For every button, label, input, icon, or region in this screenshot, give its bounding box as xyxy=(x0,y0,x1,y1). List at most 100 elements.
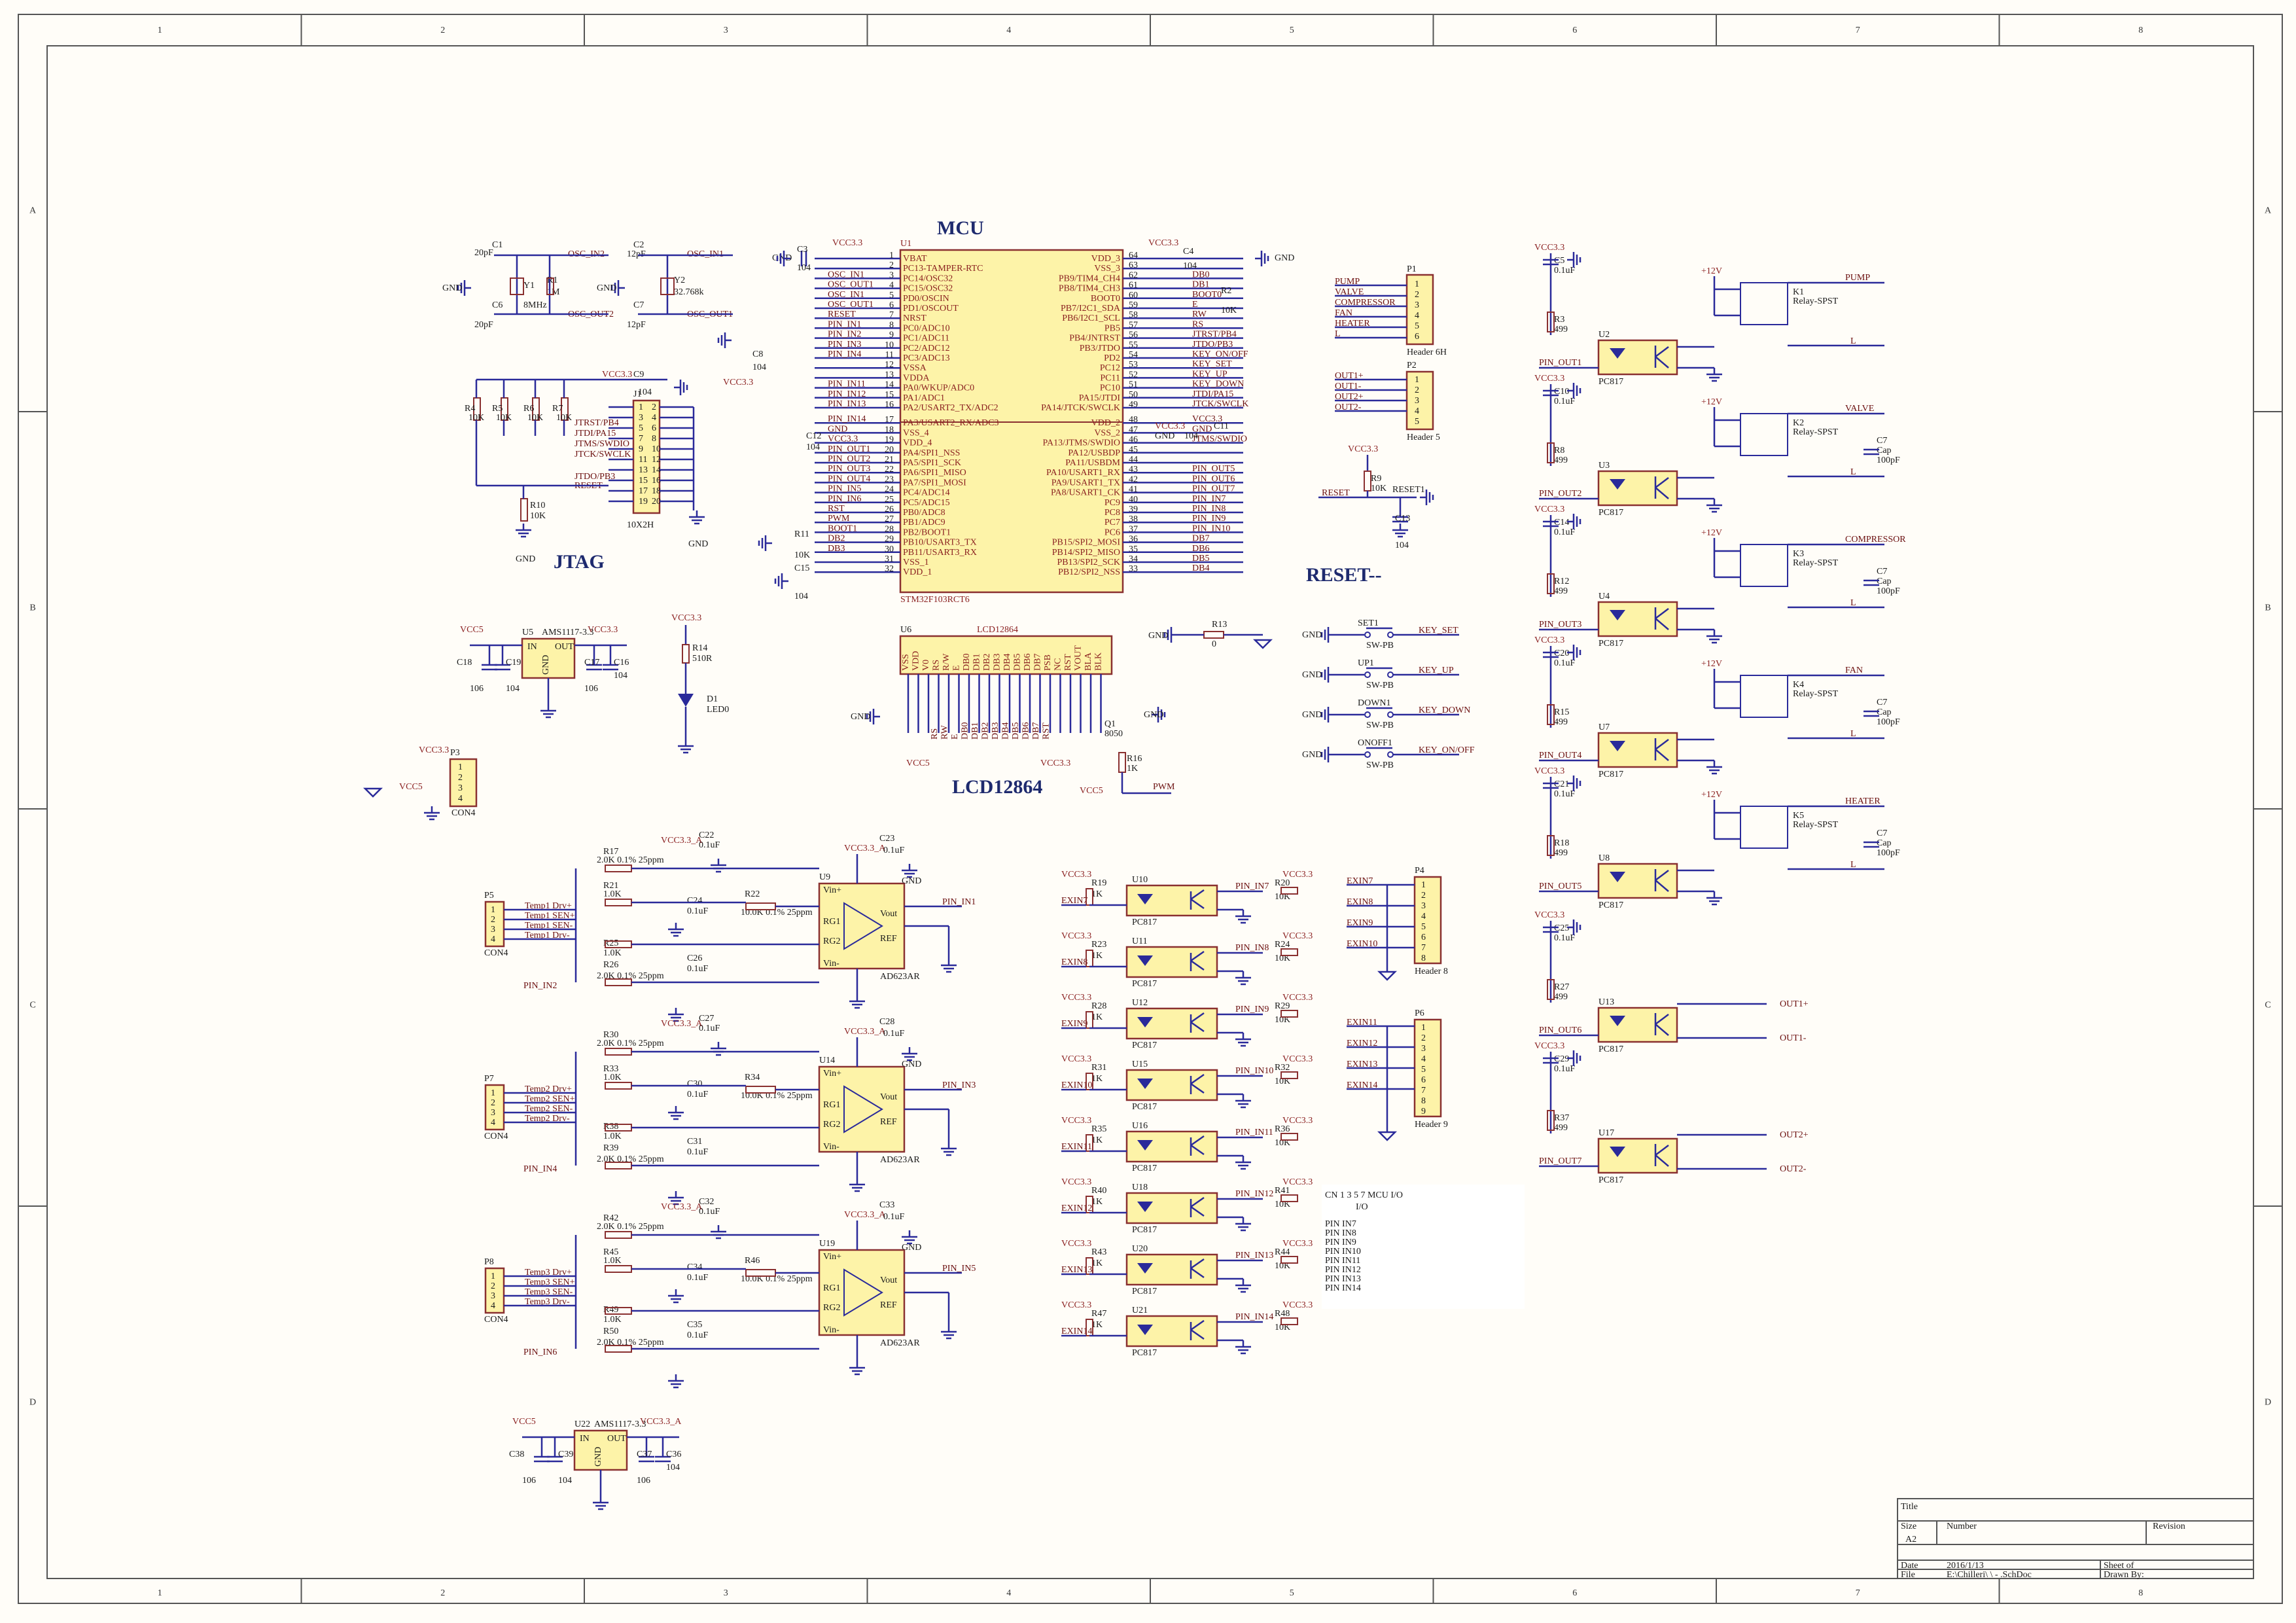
relay-load-name: COMPRESSOR xyxy=(1845,535,1906,544)
cap-snubber xyxy=(1863,579,1879,586)
header-net: OUT1- xyxy=(1335,382,1362,391)
mcu-pin-name: NRST xyxy=(903,313,927,323)
opto-input-net: EXIN11 xyxy=(1061,1142,1092,1152)
opto-body xyxy=(1597,339,1678,376)
res-ref: R46 xyxy=(745,1256,760,1266)
opto-input-net: EXIN8 xyxy=(1061,957,1087,967)
opto-input-net: EXIN14 xyxy=(1061,1327,1092,1336)
crystal-value: 32.768k xyxy=(674,287,704,297)
connector-pin-number: 19 xyxy=(639,497,648,507)
cap-ref: C1 xyxy=(492,240,503,250)
connector-pin-number: 10 xyxy=(652,444,661,454)
date-value: 2016/1/13 xyxy=(1947,1561,1984,1571)
mcu-net-label: PWM xyxy=(828,514,850,524)
crystal-ref: Y1 xyxy=(523,281,535,291)
cap-ref: C9 xyxy=(633,370,644,380)
mcu-net-label: PIN_IN10 xyxy=(1192,524,1230,533)
cap-relay xyxy=(1543,782,1559,789)
vcc-label: VCC3.3 xyxy=(671,613,701,623)
ground-symbol xyxy=(610,280,625,296)
mcu-pin-number: 54 xyxy=(1129,350,1138,360)
opto-transistor xyxy=(1190,1196,1205,1208)
mcu-net-label: PIN_IN1 xyxy=(828,319,861,329)
connector-pin-number: 1 xyxy=(1415,279,1419,289)
cap-value: 12pF xyxy=(627,249,646,259)
mcu-pin-name: PB11/USART3_RX xyxy=(903,548,977,558)
cap-value: 104 xyxy=(1183,261,1197,271)
mcu-pin-number: 19 xyxy=(885,435,894,445)
mcu-pin-number: 15 xyxy=(885,390,894,400)
resistor-top xyxy=(605,865,632,872)
mcu-net-label: PIN_IN3 xyxy=(828,340,861,349)
column-index: 2 xyxy=(440,26,445,35)
cap-ref: C35 xyxy=(687,1320,702,1330)
mcu-net-label: PIN_OUT1 xyxy=(828,444,870,454)
lcd-pin-name: DB2 xyxy=(982,654,992,671)
resistor-out xyxy=(1547,979,1555,1000)
mcu-net-label: PIN_IN13 xyxy=(828,399,866,409)
connector-ref: P1 xyxy=(1407,264,1417,274)
opto-body xyxy=(1597,601,1678,637)
relay-ref: K1 xyxy=(1793,287,1804,297)
opto-transistor xyxy=(1190,898,1205,910)
cap-ref: C10 xyxy=(1554,387,1569,397)
mcu-net-label: OSC_OUT1 xyxy=(828,300,874,310)
opto-ref: U16 xyxy=(1132,1121,1148,1131)
mcu-pin-name: PD1/OSCOUT xyxy=(903,304,959,313)
opto-body xyxy=(1597,863,1678,899)
cap-value: 0.1uF xyxy=(883,1212,905,1222)
connector-part: Header 6H xyxy=(1407,348,1447,357)
mcu-pin-name: PA15/JTDI xyxy=(1079,393,1121,403)
opamp-body xyxy=(818,1065,906,1153)
cap-value: 106 xyxy=(470,684,484,694)
res-value: 0 xyxy=(1212,639,1216,649)
regulator-pin: GND xyxy=(593,1447,603,1467)
mcu-pin-name: PB5 xyxy=(1104,323,1120,333)
mcu-pin-number: 44 xyxy=(1129,455,1138,465)
mcu-pin-number: 49 xyxy=(1129,400,1138,410)
cap-ref: C3 xyxy=(797,245,807,255)
lcd-net: DB1 xyxy=(970,722,980,740)
gnd-label: GND xyxy=(902,1243,921,1253)
mcu-pin-name: VDD_3 xyxy=(1091,254,1120,264)
cap-value: Cap xyxy=(1877,707,1892,717)
cap-value: 0.1uF xyxy=(1554,789,1576,799)
column-index: 5 xyxy=(1290,26,1294,35)
relay-ref: K5 xyxy=(1793,811,1804,821)
ground-symbol xyxy=(758,535,772,551)
opto-led xyxy=(1137,1079,1153,1089)
mcu-pin-name: PA4/SPI1_NSS xyxy=(903,448,960,458)
opto-led xyxy=(1137,1140,1153,1150)
temp-net: Temp1 Drv- xyxy=(525,931,570,940)
connector-ref: P6 xyxy=(1415,1008,1424,1018)
vcc-label: VCC3.3 xyxy=(1061,993,1091,1003)
column-index: 4 xyxy=(1006,1588,1011,1598)
net-label: PWM xyxy=(1153,782,1175,792)
res-value: 1K xyxy=(1091,1258,1103,1268)
connector-ref: P7 xyxy=(484,1074,494,1084)
cap xyxy=(655,1455,671,1463)
cap-ref: C14 xyxy=(1554,518,1569,527)
header-net: HEATER xyxy=(1335,319,1370,329)
res-value: 499 xyxy=(1554,1123,1568,1133)
crystal-y1 xyxy=(510,277,524,295)
res-value: 1K xyxy=(1091,1197,1103,1207)
res-ref: R23 xyxy=(1091,940,1106,950)
connector-pin-number: 2 xyxy=(1421,1033,1426,1043)
relay-part: Relay-SPST xyxy=(1793,296,1839,306)
vcc-label: VCC3.3 xyxy=(1061,1054,1091,1064)
relay-l-label: L xyxy=(1850,336,1856,346)
vcc-label: VCC3.3 xyxy=(1282,1239,1313,1249)
switch-part: SW-PB xyxy=(1366,721,1394,730)
row-index: B xyxy=(2265,603,2270,613)
opto-input-net: EXIN7 xyxy=(1061,896,1087,906)
net-label: OSC_IN2 xyxy=(568,249,605,259)
opamp-pin: RG1 xyxy=(823,1283,840,1293)
res-ref: R18 xyxy=(1554,838,1569,848)
vcc-label: VCC3.3 xyxy=(1282,1116,1313,1126)
res-value: 1.0K xyxy=(603,1073,622,1082)
cap-ref: C12 xyxy=(806,431,821,441)
column-index: 3 xyxy=(724,26,728,35)
mcu-net-label: KEY_ON/OFF xyxy=(1192,349,1248,359)
